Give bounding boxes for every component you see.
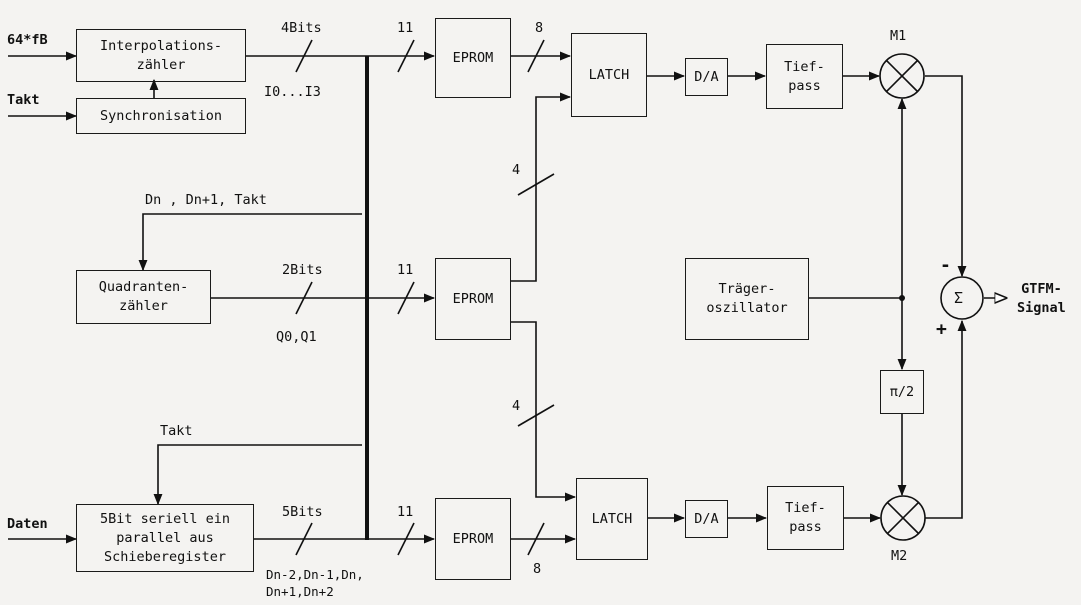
dac-top-block: D/A (685, 58, 728, 96)
feedback-to-quadrant (138, 213, 362, 272)
lowpass-top-block: Tief- pass (766, 44, 843, 109)
width-label-11-top: 11 (397, 20, 414, 36)
daten-input-label: Daten (7, 516, 48, 532)
mixer-m2 (880, 495, 926, 541)
summation-node (940, 276, 984, 320)
quadrant-counter-block: Quadranten- zähler (76, 270, 211, 324)
eprom-bottom-block: EPROM (435, 498, 511, 580)
junction-dot (899, 295, 905, 301)
interp-names-label: I0...I3 (264, 84, 321, 100)
feedback-quad-label: Dn , Dn+1, Takt (145, 192, 267, 208)
dac-bottom-block: D/A (685, 500, 728, 538)
width-label-11-bottom: 11 (397, 504, 414, 520)
eprom-mid-block: EPROM (435, 258, 511, 340)
quad-names-label: Q0,Q1 (276, 329, 317, 345)
shift-names-label: Dn-2,Dn-1,Dn, Dn+1,Dn+2 (266, 567, 364, 599)
shift-bits-label: 5Bits (282, 504, 323, 520)
quad-bits-label: 2Bits (282, 262, 323, 278)
width-label-8-bottom: 8 (533, 561, 542, 577)
synchronisation-block: Synchronisation (76, 98, 246, 134)
m2-to-sum (925, 319, 967, 519)
interp-bits-label: 4Bits (281, 20, 322, 36)
shift-register-block: 5Bit seriell ein parallel aus Schiebereg… (76, 504, 254, 572)
carrier-oscillator-block: Träger- oszillator (685, 258, 809, 340)
output-label: GTFM- Signal (1017, 281, 1066, 316)
clock-input-label: 64*fB (7, 32, 48, 48)
width-label-11-mid: 11 (397, 262, 414, 278)
eprom-top-block: EPROM (435, 18, 511, 98)
plus-sign: + (936, 319, 947, 340)
phase-shift-block: π/2 (880, 370, 924, 414)
feedback-shift-label: Takt (160, 423, 193, 439)
mixer-m2-label: M2 (891, 548, 908, 564)
lowpass-bottom-block: Tief- pass (767, 486, 844, 550)
eprom-mid-to-latch-bottom (510, 321, 577, 502)
summation-symbol: Σ (954, 289, 964, 307)
latch-top-block: LATCH (571, 33, 647, 117)
width-label-4-top: 4 (512, 162, 521, 178)
mixer-m1 (879, 53, 925, 99)
interpolation-counter-block: Interpolations- zähler (76, 29, 246, 82)
m1-to-sum (925, 75, 967, 278)
minus-sign: - (940, 255, 951, 276)
feedback-to-shift (153, 444, 362, 506)
width-label-8-top: 8 (535, 20, 544, 36)
mixer-m1-label: M1 (890, 28, 907, 44)
latch-bottom-block: LATCH (576, 478, 648, 560)
width-label-4-bottom: 4 (512, 398, 521, 414)
takt-input-label: Takt (7, 92, 40, 108)
eprom-mid-to-latch-top (510, 92, 572, 282)
